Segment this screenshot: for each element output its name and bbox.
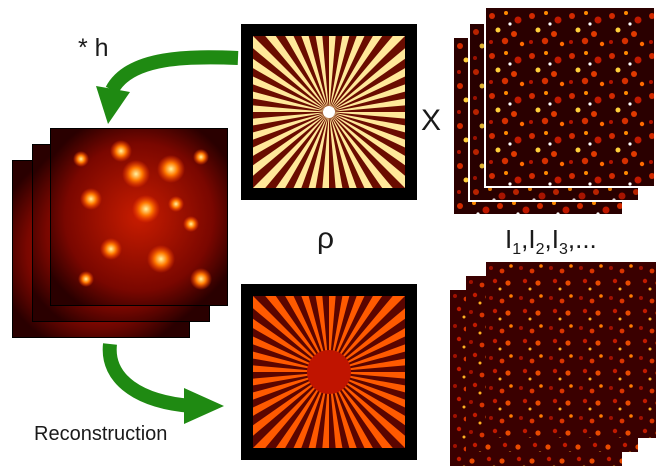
star-spoke: [253, 112, 329, 188]
star-spoke: [253, 36, 329, 112]
siemens-star-image: [253, 36, 405, 188]
star-spoke: [329, 112, 405, 188]
star-spoke: [253, 112, 329, 140]
speckle-blob: [78, 271, 94, 287]
intensity-symbol-2: I: [528, 224, 536, 254]
speckle-blob: [122, 160, 150, 188]
speckle-blob: [157, 155, 185, 183]
convolution-arrow: [96, 50, 239, 124]
blurred-image-stack: [12, 128, 228, 338]
star-spoke: [329, 112, 405, 119]
star-center: [307, 350, 351, 394]
star-spoke: [253, 372, 329, 448]
star-spoke: [253, 372, 329, 416]
star-spoke: [329, 308, 405, 372]
star-spoke: [329, 112, 405, 133]
star-spoke: [275, 112, 329, 188]
siemens-star-object-panel: [241, 24, 417, 200]
star-spoke: [253, 296, 329, 372]
star-spoke: [329, 98, 405, 112]
convolution-label: * h: [78, 34, 109, 62]
star-spoke: [329, 68, 405, 112]
speckle-frame-front: [484, 6, 656, 188]
star-spoke: [253, 105, 329, 112]
speckle-blob: [73, 151, 89, 167]
star-spoke: [253, 76, 329, 112]
star-spoke: [329, 48, 405, 112]
star-spoke: [329, 112, 405, 166]
noise-frame-front: [486, 262, 656, 438]
star-spoke: [329, 372, 405, 426]
star-spoke: [253, 91, 329, 112]
speckle-blob: [193, 149, 209, 165]
speckle-blob: [190, 268, 212, 290]
star-spoke: [275, 372, 329, 448]
reconstruction-panel: [241, 284, 417, 460]
star-spoke: [329, 112, 373, 188]
star-center: [323, 106, 335, 118]
star-spoke: [329, 36, 383, 112]
speckle-blob: [168, 196, 184, 212]
speckle-blob: [132, 195, 160, 223]
intensity-symbol-1: I: [505, 224, 513, 254]
speckle-stack: [452, 6, 656, 216]
blurred-frame-front: [50, 128, 228, 306]
noise-stack: [450, 262, 656, 466]
star-spoke: [285, 36, 329, 112]
star-spoke: [285, 296, 329, 372]
reconstruction-label: Reconstruction: [34, 423, 168, 445]
star-spoke: [293, 112, 329, 188]
speckle-blob: [147, 245, 175, 273]
speckle-blob: [80, 188, 102, 210]
reconstructed-star-image: [253, 296, 405, 448]
speckle-blob: [100, 238, 122, 260]
star-spoke: [308, 112, 329, 188]
star-spoke: [329, 36, 365, 112]
star-spoke: [329, 372, 405, 448]
multiply-label: X: [421, 104, 442, 137]
rho-label: ρ: [317, 222, 335, 255]
intensity-symbol-3: I: [551, 224, 559, 254]
reconstruction-arrow: [102, 343, 224, 424]
star-spoke: [253, 112, 329, 126]
star-spoke: [329, 112, 405, 148]
speckle-blob: [183, 216, 199, 232]
star-spoke: [329, 112, 357, 188]
speckle-blob: [110, 140, 132, 162]
star-spoke: [329, 36, 350, 112]
star-spoke: [329, 296, 383, 372]
intensity-sequence-label: I1,I2,I3,...: [505, 224, 597, 259]
